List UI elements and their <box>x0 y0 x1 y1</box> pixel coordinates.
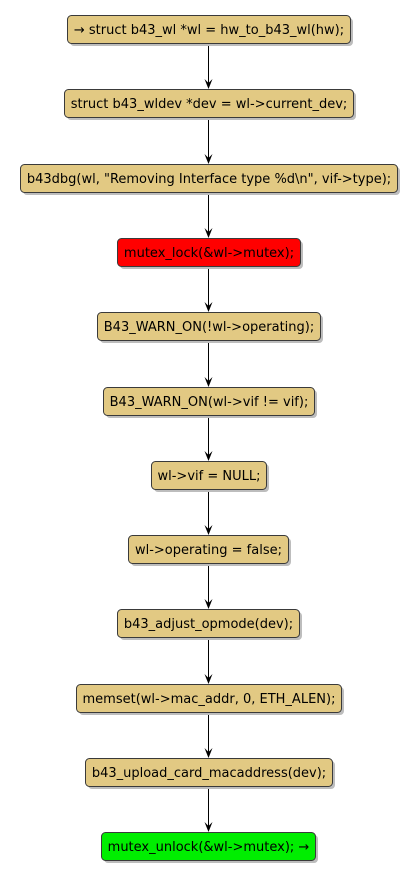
flow-node: memset(wl->mac_addr, 0, ETH_ALEN); <box>76 684 344 715</box>
flow-node-label: mutex_lock(&wl->mutex); <box>124 246 294 261</box>
flow-node: → struct b43_wl *wl = hw_to_b43_wl(hw); <box>67 15 353 46</box>
flow-node-label: b43dbg(wl, "Removing Interface type %d\n… <box>27 172 391 187</box>
flow-node-label: b43_adjust_opmode(dev); <box>124 617 293 632</box>
flow-node-box <box>151 461 267 490</box>
flow-node-label: memset(wl->mac_addr, 0, ETH_ALEN); <box>83 692 336 707</box>
flow-node: b43dbg(wl, "Removing Interface type %d\n… <box>20 164 400 195</box>
flow-node-label: wl->operating = false; <box>135 543 282 558</box>
flow-edge <box>204 787 213 832</box>
flow-node-box <box>67 15 351 44</box>
flow-node: wl->operating = false; <box>128 535 291 566</box>
flow-edge <box>204 638 213 684</box>
flow-node: b43_upload_card_macaddress(dev); <box>85 758 335 789</box>
flow-edge <box>204 490 213 535</box>
flow-node-box <box>97 312 321 341</box>
flow-node-box <box>85 758 333 787</box>
arrowhead-icon <box>204 748 213 758</box>
flow-node: mutex_lock(&wl->mutex); <box>117 238 303 269</box>
flow-node: wl->vif = NULL; <box>151 461 269 492</box>
flow-edge <box>204 44 213 89</box>
arrowhead-icon <box>204 451 213 461</box>
flow-edge <box>204 193 213 238</box>
nodes-layer: → struct b43_wl *wl = hw_to_b43_wl(hw);s… <box>20 15 400 863</box>
flow-node-label: mutex_unlock(&wl->mutex); → <box>108 840 310 855</box>
arrowhead-icon <box>204 79 213 89</box>
flow-edge <box>204 267 213 312</box>
flow-edge <box>204 713 213 758</box>
flow-node-label: B43_WARN_ON(wl->vif != vif); <box>110 395 309 410</box>
flow-edge <box>204 564 213 609</box>
flow-node-label: B43_WARN_ON(!wl->operating); <box>104 320 315 335</box>
arrowhead-icon <box>204 525 213 535</box>
arrowhead-icon <box>204 302 213 312</box>
flow-node-box <box>117 609 300 638</box>
flow-node-box <box>128 535 289 564</box>
flow-node-label: wl->vif = NULL; <box>158 469 261 484</box>
flow-node-label: struct b43_wldev *dev = wl->current_dev; <box>71 97 348 112</box>
flow-node-label: → struct b43_wl *wl = hw_to_b43_wl(hw); <box>74 23 344 38</box>
flow-node-box <box>103 387 315 416</box>
edges-layer <box>204 44 213 832</box>
arrowhead-icon <box>204 822 213 832</box>
flow-node: b43_adjust_opmode(dev); <box>117 609 302 640</box>
flow-node-box <box>64 89 354 118</box>
flow-edge <box>204 341 213 387</box>
flow-node-box <box>117 238 301 267</box>
flow-node: struct b43_wldev *dev = wl->current_dev; <box>64 89 356 120</box>
flow-node-box <box>101 832 316 861</box>
flow-edge <box>204 416 213 461</box>
arrowhead-icon <box>204 154 213 164</box>
arrowhead-icon <box>204 228 213 238</box>
flow-node: B43_WARN_ON(wl->vif != vif); <box>103 387 317 418</box>
flow-node-box <box>20 164 398 193</box>
flow-node-box <box>76 684 342 713</box>
flow-node: mutex_unlock(&wl->mutex); → <box>101 832 318 863</box>
arrowhead-icon <box>204 599 213 609</box>
arrowhead-icon <box>204 377 213 387</box>
flow-node: B43_WARN_ON(!wl->operating); <box>97 312 323 343</box>
flow-node-label: b43_upload_card_macaddress(dev); <box>92 766 326 781</box>
arrowhead-icon <box>204 674 213 684</box>
flow-edge <box>204 118 213 164</box>
